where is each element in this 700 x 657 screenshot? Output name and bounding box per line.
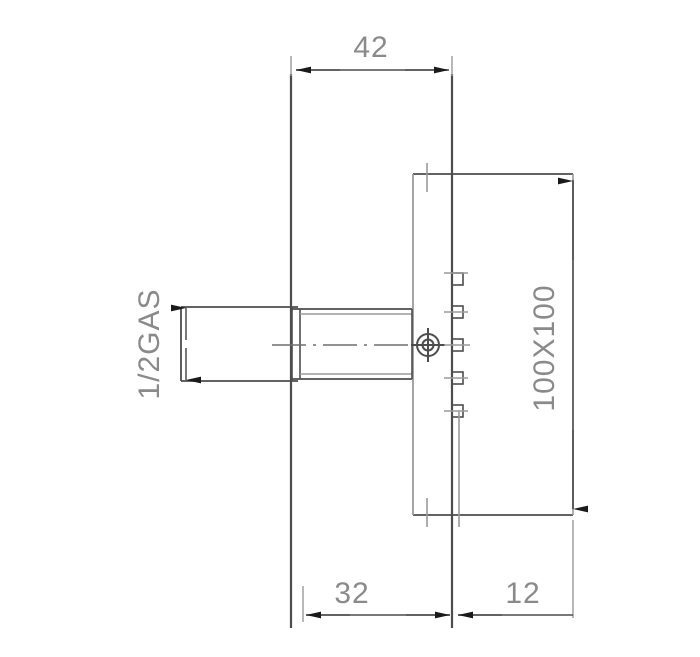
edge-tab — [444, 272, 468, 286]
dimension-12: 12 — [458, 520, 574, 619]
dimension-32: 32 — [302, 577, 450, 622]
dimension-label-12: 12 — [505, 577, 540, 610]
edge-tab — [444, 371, 468, 385]
dimension-label-half-gas: 1/2GAS — [133, 288, 166, 399]
edge-tab — [444, 404, 468, 418]
pipe-hex-body — [180, 306, 298, 382]
dimension-label-32: 32 — [334, 577, 369, 610]
edge-tab — [444, 305, 468, 319]
dimension-100x100: 100X100 — [528, 177, 588, 513]
dimension-label-100x100: 100X100 — [528, 284, 561, 411]
dimension-label-42: 42 — [353, 31, 388, 64]
flange-edge-tabs — [444, 272, 470, 418]
dimension-42: 42 — [290, 31, 453, 76]
edge-tab — [444, 338, 470, 352]
pipe-threaded-section — [291, 307, 413, 381]
center-mark — [411, 328, 445, 362]
dimension-half-gas: 1/2GAS — [133, 288, 201, 400]
